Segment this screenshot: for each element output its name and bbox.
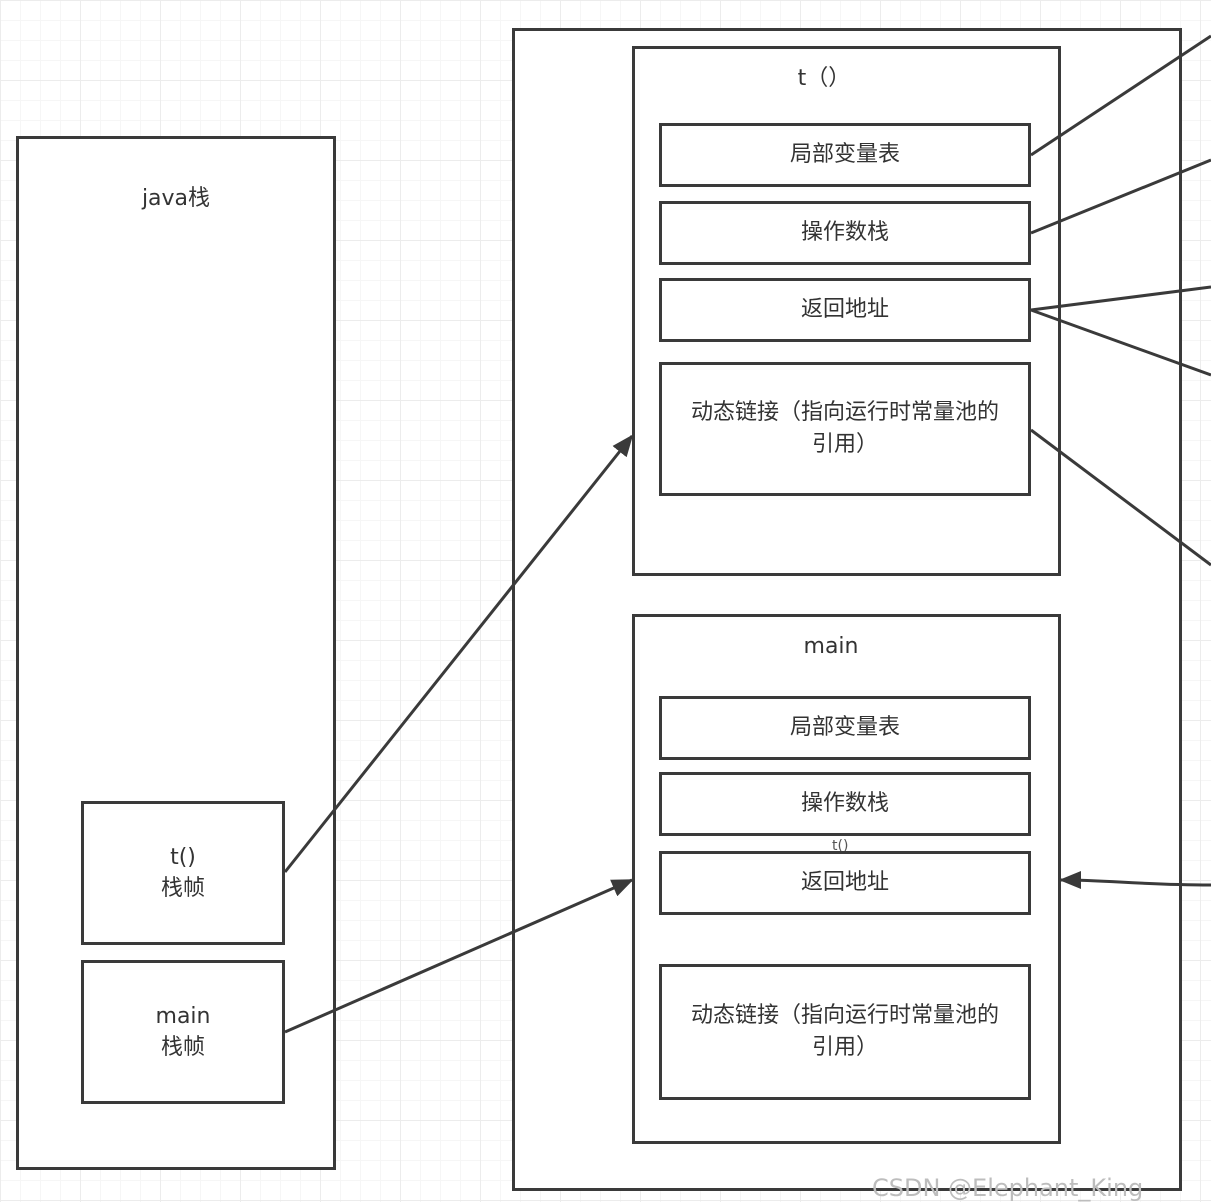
main-stack-frame-box: main 栈帧 [81, 960, 285, 1104]
main-local-variables-table: 局部变量表 [659, 696, 1031, 760]
main-overlap-label: t() [832, 838, 849, 854]
t-stack-frame-name: t() [170, 845, 196, 870]
main-stack-frame-caption: 栈帧 [160, 1035, 205, 1060]
main-stack-frame-name: main [155, 1004, 211, 1029]
watermark: CSDN @Elephant_King [872, 1174, 1144, 1202]
main-dynamic-link: 动态链接（指向运行时常量池的引用） [659, 964, 1031, 1100]
main-return-address: 返回地址 [659, 851, 1031, 915]
t-local-variables-table: 局部变量表 [659, 123, 1031, 187]
t-operand-stack: 操作数栈 [659, 201, 1031, 265]
t-stack-frame-caption: 栈帧 [160, 876, 205, 901]
t-stack-frame-box: t() 栈帧 [81, 801, 285, 945]
t-frame-title: t（） [797, 66, 851, 91]
t-dynamic-link: 动态链接（指向运行时常量池的引用） [659, 362, 1031, 496]
java-stack-title: java栈 [141, 186, 211, 211]
main-operand-stack: 操作数栈 [659, 772, 1031, 836]
t-return-address: 返回地址 [659, 278, 1031, 342]
main-frame-title: main [803, 634, 859, 659]
